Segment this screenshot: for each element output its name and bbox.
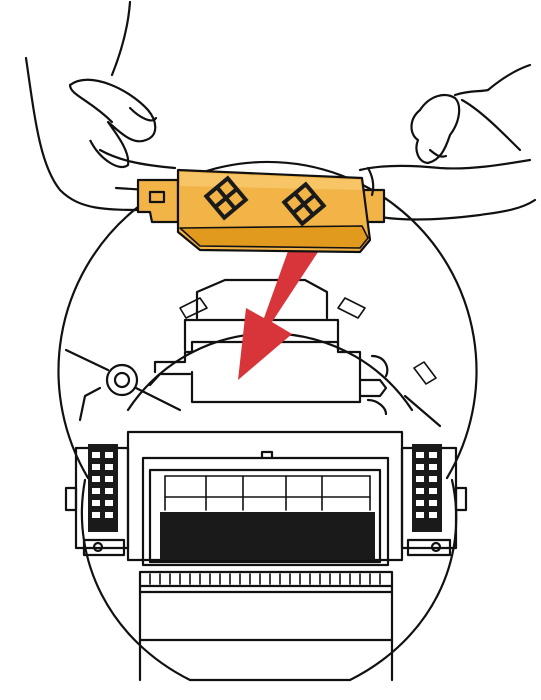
hand-right-icon <box>358 63 537 221</box>
hand-left-icon <box>24 0 177 212</box>
side-brush <box>64 348 182 422</box>
filter-block <box>160 512 375 560</box>
battery-compartment <box>148 278 389 416</box>
left-wheel <box>64 444 130 557</box>
robot-vacuum-underside-icon <box>57 160 478 682</box>
battery-pack-icon <box>136 168 386 254</box>
brush-housing <box>126 430 404 682</box>
insertion-arrow-icon <box>238 240 318 380</box>
right-wheel <box>400 444 468 557</box>
